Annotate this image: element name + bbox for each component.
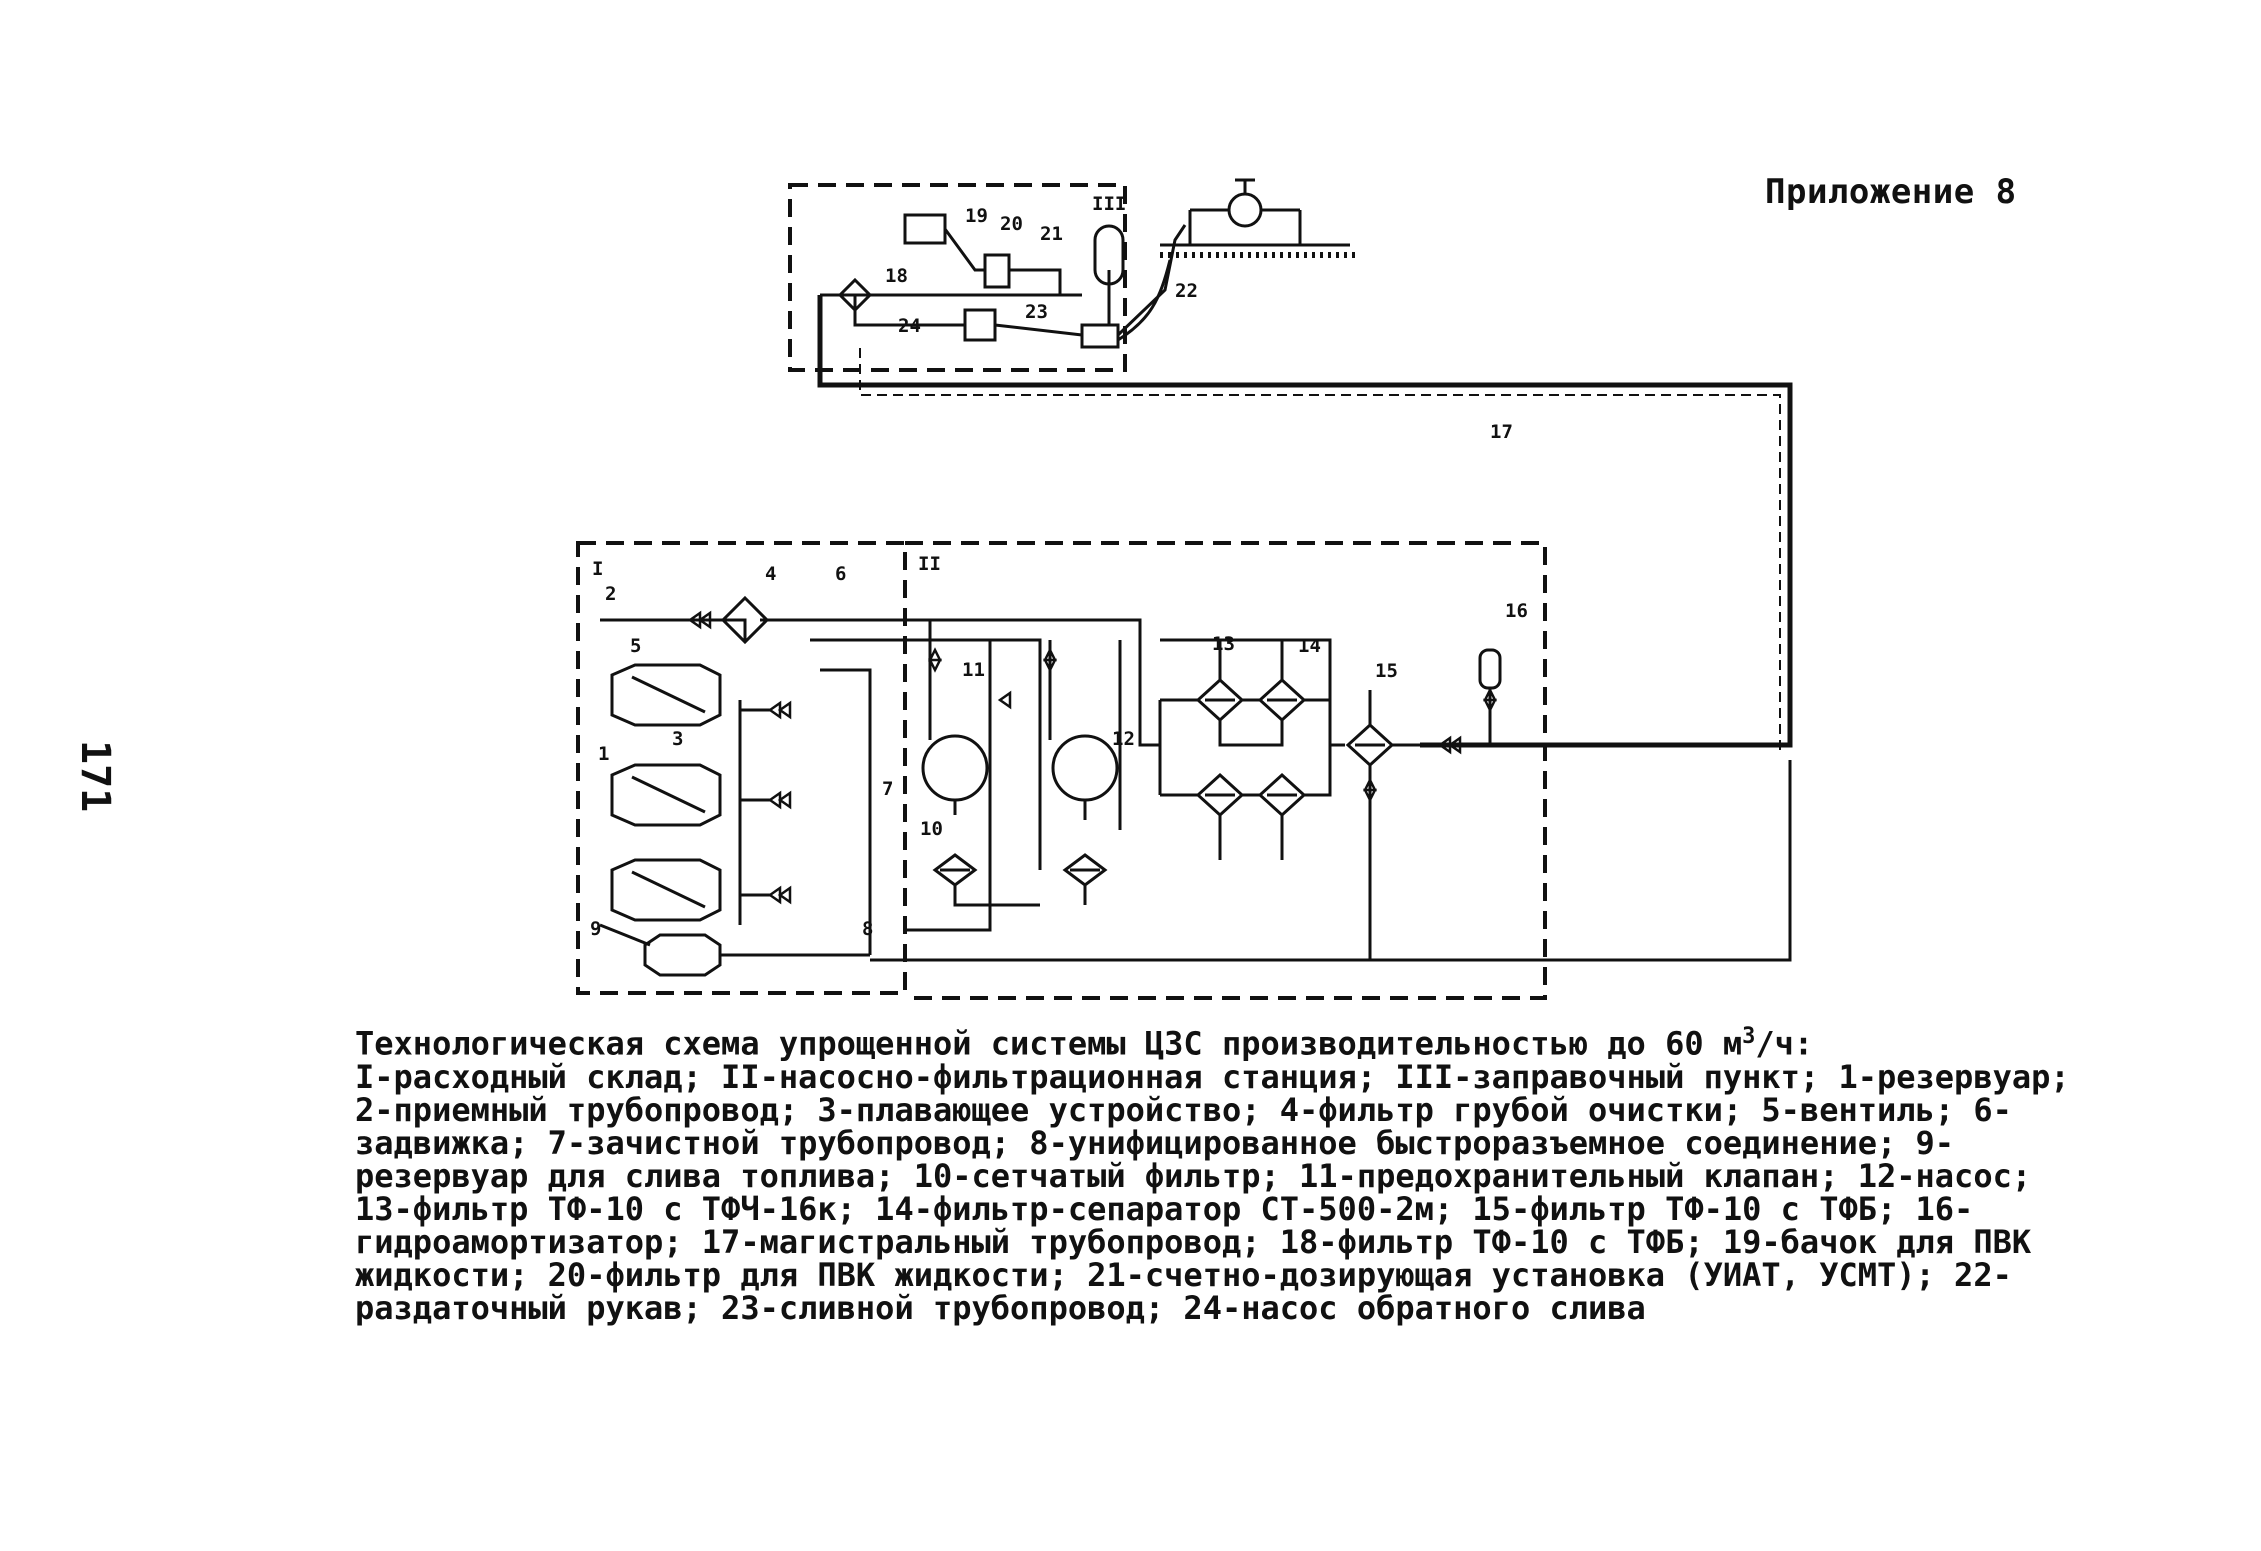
label-24: 24	[898, 315, 921, 337]
label-15: 15	[1375, 660, 1398, 682]
label-23: 23	[1025, 301, 1048, 323]
appendix-label: Приложение 8	[1765, 172, 2017, 212]
filter-15-piping	[1368, 690, 1500, 960]
caption-title-superscript: 3	[1742, 1024, 1756, 1049]
main-pipeline-17	[817, 295, 1793, 748]
label-7: 7	[882, 778, 893, 800]
caption-legend: I-расходный склад; II-насосно-фильтрацио…	[355, 1057, 2070, 1327]
tank-3	[610, 858, 722, 922]
label-5: 5	[630, 635, 641, 657]
stripping-pipeline-7	[820, 668, 872, 955]
label-11: 11	[962, 659, 985, 681]
meter-box	[1080, 323, 1120, 349]
pump-12b	[1051, 734, 1119, 802]
strainer-10b	[1062, 853, 1108, 887]
filter-13-bottom	[1195, 772, 1245, 818]
caption-title: Технологическая схема упрощенной системы…	[355, 1020, 2075, 1061]
pump-12a	[921, 734, 989, 802]
tank-outlet-line	[738, 700, 770, 925]
drain-line-bottom	[870, 760, 1792, 962]
label-2: 2	[605, 583, 616, 605]
label-20: 20	[1000, 213, 1023, 235]
return-pipeline-23	[859, 345, 1781, 750]
return-pump-24	[963, 308, 997, 342]
shock-absorber-16	[1478, 648, 1502, 690]
label-13: 13	[1212, 633, 1235, 655]
header-pipe	[760, 618, 1160, 747]
tank-1	[610, 663, 722, 727]
label-6: 6	[835, 563, 846, 585]
label-12: 12	[1112, 728, 1135, 750]
pump-line-a	[905, 620, 992, 932]
caption-title-unit: /ч:	[1755, 1024, 1814, 1063]
filter-13-top	[1195, 677, 1245, 723]
label-17: 17	[1490, 421, 1513, 443]
filter-bank-piping	[1158, 638, 1345, 860]
label-21: 21	[1040, 223, 1063, 245]
dispensing-hose-22	[1117, 259, 1172, 342]
coarse-filter-4	[720, 595, 770, 645]
filter-15	[1345, 722, 1395, 768]
pvk-tank-19	[903, 213, 947, 245]
label-22: 22	[1175, 280, 1198, 302]
strainer-10a	[932, 853, 978, 887]
label-4: 4	[765, 563, 776, 585]
label-14: 14	[1298, 635, 1321, 657]
zone-ii-boundary	[905, 541, 1547, 1000]
metering-unit-21	[1093, 224, 1125, 286]
zone-iii-boundary	[788, 183, 1127, 372]
label-18: 18	[885, 265, 908, 287]
filter-14-bottom	[1257, 772, 1307, 818]
label-8: 8	[862, 918, 873, 940]
filter-14-top	[1257, 677, 1307, 723]
label-1: 1	[598, 743, 609, 765]
valves	[687, 610, 1498, 905]
drain-tank-9	[599, 923, 870, 977]
caption-title-text: Технологическая схема упрощенной системы…	[355, 1024, 1743, 1063]
pvk-filter-20	[983, 253, 1011, 289]
strainer-18	[837, 277, 873, 313]
zone-label-i: I	[592, 558, 603, 580]
label-9: 9	[590, 918, 601, 940]
label-3: 3	[672, 728, 683, 750]
tank-2	[610, 763, 722, 827]
zone-label-ii: II	[918, 553, 941, 575]
pump-line-b	[1048, 640, 1122, 830]
label-10: 10	[920, 818, 943, 840]
figure-caption: Технологическая схема упрощенной системы…	[355, 1020, 2075, 1325]
label-16: 16	[1505, 600, 1528, 622]
label-19: 19	[965, 205, 988, 227]
zone-iii-piping	[820, 224, 1187, 337]
aircraft-tank	[1227, 192, 1263, 228]
receiving-pipeline	[600, 618, 747, 640]
zone-label-iii: III	[1092, 193, 1126, 215]
feed-line-zone-ii	[810, 638, 1042, 870]
